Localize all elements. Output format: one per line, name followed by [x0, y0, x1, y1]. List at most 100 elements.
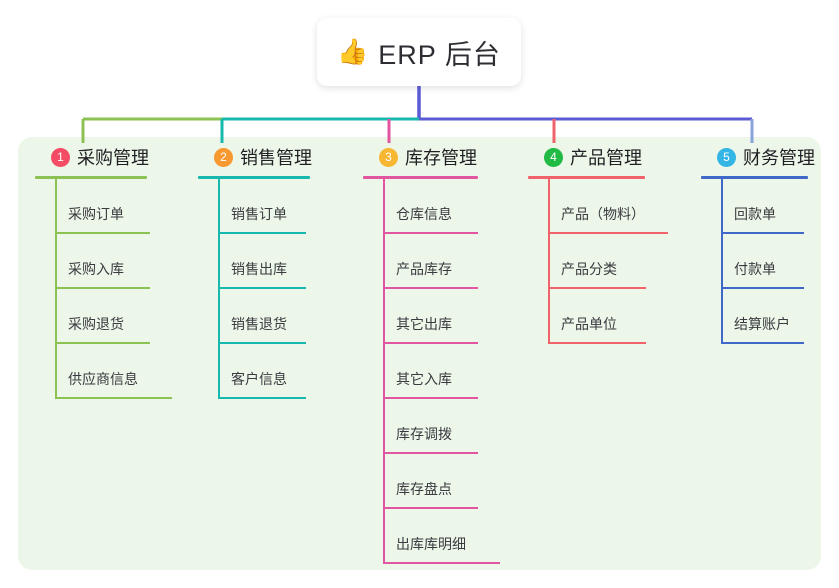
tree-leaf-item[interactable]: 库存盘点 [361, 454, 478, 509]
leaf-rule [548, 232, 668, 234]
column-index-badge: 3 [379, 147, 398, 167]
leaf-label: 销售退货 [231, 316, 287, 332]
column-rule [363, 176, 478, 179]
column-header-1[interactable]: 1 采购管理 [33, 145, 149, 169]
column-header-3[interactable]: 3 库存管理 [361, 145, 478, 169]
column-spine [721, 179, 723, 344]
tree-leaf-item[interactable]: 其它出库 [361, 289, 478, 344]
tree-leaf-item[interactable]: 产品库存 [361, 234, 478, 289]
column-items: 仓库信息产品库存其它出库其它入库库存调拨库存盘点出库库明细 [361, 179, 500, 564]
column-title: 销售管理 [240, 148, 312, 168]
column-title: 产品管理 [570, 148, 642, 168]
tree-leaf-item[interactable]: 采购退货 [33, 289, 150, 344]
leaf-rule [721, 342, 804, 344]
leaf-label: 销售订单 [231, 206, 287, 222]
leaf-label: 销售出库 [231, 261, 287, 277]
column-index-badge: 5 [717, 147, 736, 167]
column-title: 库存管理 [405, 148, 477, 168]
leaf-rule [383, 232, 478, 234]
leaf-rule [721, 232, 804, 234]
column-rule [528, 176, 645, 179]
leaf-label: 回款单 [734, 206, 776, 222]
leaf-label: 采购入库 [68, 261, 124, 277]
tree-leaf-item[interactable]: 结算账户 [699, 289, 815, 344]
tree-leaf-item[interactable]: 销售出库 [196, 234, 312, 289]
column-spine [218, 179, 220, 399]
column-采购管理: 1 采购管理采购订单采购入库采购退货供应商信息 [33, 145, 172, 399]
column-spine [548, 179, 550, 344]
tree-leaf-item[interactable]: 回款单 [699, 179, 815, 234]
tree-leaf-item[interactable]: 产品分类 [526, 234, 646, 289]
leaf-rule [548, 287, 646, 289]
leaf-label: 结算账户 [734, 316, 790, 332]
leaf-label: 出库库明细 [396, 536, 466, 552]
leaf-rule [383, 507, 478, 509]
tree-leaf-item[interactable]: 出库库明细 [361, 509, 500, 564]
column-items: 采购订单采购入库采购退货供应商信息 [33, 179, 172, 399]
tree-leaf-item[interactable]: 采购入库 [33, 234, 150, 289]
column-产品管理: 4 产品管理产品（物料） 产品分类产品单位 [526, 145, 668, 344]
column-库存管理: 3 库存管理仓库信息产品库存其它出库其它入库库存调拨库存盘点出库库明细 [361, 145, 500, 564]
column-title: 财务管理 [743, 148, 815, 168]
leaf-label: 产品单位 [561, 316, 617, 332]
tree-leaf-item[interactable]: 产品单位 [526, 289, 646, 344]
leaf-label: 客户信息 [231, 371, 287, 387]
leaf-rule [55, 287, 150, 289]
leaf-rule [721, 287, 804, 289]
leaf-rule [218, 397, 306, 399]
thumbs-up-emoji: 👍 [337, 37, 369, 66]
leaf-label: 产品分类 [561, 261, 617, 277]
column-index-badge: 2 [214, 147, 233, 167]
column-rule [701, 176, 808, 179]
column-财务管理: 5 财务管理回款单付款单结算账户 [699, 145, 815, 344]
column-header-2[interactable]: 2 销售管理 [196, 145, 312, 169]
tree-leaf-item[interactable]: 销售订单 [196, 179, 312, 234]
leaf-rule [383, 342, 478, 344]
column-title: 采购管理 [77, 148, 149, 168]
leaf-label: 付款单 [734, 261, 776, 277]
leaf-label: 仓库信息 [396, 206, 452, 222]
leaf-label: 库存调拨 [396, 426, 452, 442]
leaf-label: 采购退货 [68, 316, 124, 332]
diagram-background-panel [18, 137, 821, 570]
column-销售管理: 2 销售管理销售订单销售出库销售退货客户信息 [196, 145, 312, 399]
leaf-rule [55, 397, 172, 399]
leaf-rule [218, 287, 306, 289]
column-header-4[interactable]: 4 产品管理 [526, 145, 645, 169]
column-items: 销售订单销售出库销售退货客户信息 [196, 179, 312, 399]
tree-leaf-item[interactable]: 产品（物料） [526, 179, 668, 234]
column-rule [198, 176, 310, 179]
leaf-rule [55, 232, 150, 234]
tree-leaf-item[interactable]: 库存调拨 [361, 399, 478, 454]
column-spine [55, 179, 57, 399]
tree-leaf-item[interactable]: 其它入库 [361, 344, 478, 399]
leaf-label: 采购订单 [68, 206, 124, 222]
leaf-rule [383, 452, 478, 454]
leaf-label: 其它出库 [396, 316, 452, 332]
leaf-rule [218, 232, 306, 234]
tree-leaf-item[interactable]: 采购订单 [33, 179, 150, 234]
leaf-rule [383, 397, 478, 399]
leaf-label: 其它入库 [396, 371, 452, 387]
tree-leaf-item[interactable]: 客户信息 [196, 344, 312, 399]
leaf-label: 库存盘点 [396, 481, 452, 497]
leaf-label: 产品（物料） [561, 206, 645, 222]
leaf-rule [548, 342, 646, 344]
column-header-5[interactable]: 5 财务管理 [699, 145, 815, 169]
leaf-rule [383, 562, 500, 564]
column-index-badge: 4 [544, 147, 563, 167]
column-index-badge: 1 [51, 147, 70, 167]
tree-leaf-item[interactable]: 供应商信息 [33, 344, 172, 399]
column-items: 回款单付款单结算账户 [699, 179, 815, 344]
leaf-rule [218, 342, 306, 344]
column-rule [35, 176, 147, 179]
root-node-title: ERP 后台 [378, 39, 501, 70]
tree-leaf-item[interactable]: 仓库信息 [361, 179, 478, 234]
leaf-label: 产品库存 [396, 261, 452, 277]
root-node-card[interactable]: 👍 ERP 后台 [317, 18, 521, 86]
tree-leaf-item[interactable]: 付款单 [699, 234, 815, 289]
leaf-rule [383, 287, 478, 289]
leaf-label: 供应商信息 [68, 371, 138, 387]
tree-leaf-item[interactable]: 销售退货 [196, 289, 312, 344]
